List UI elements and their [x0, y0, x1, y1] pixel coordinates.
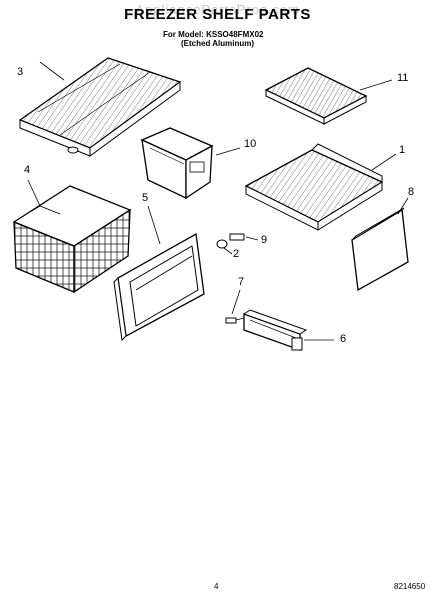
- part-10-bin: [140, 127, 241, 200]
- part-4-wire-basket: [12, 179, 132, 294]
- part-11-shelf: [264, 67, 393, 125]
- callout-10: 10: [244, 138, 257, 150]
- callout-4: 4: [24, 164, 31, 176]
- part-5-drawer-front: [113, 205, 205, 342]
- part-8-trim-panel: [351, 197, 409, 292]
- page-number: 4: [214, 582, 219, 591]
- part-7-screw: [225, 289, 245, 324]
- callout-11: 11: [397, 72, 409, 84]
- callout-7: 7: [238, 276, 245, 288]
- callout-5: 5: [142, 192, 149, 204]
- callout-8: 8: [408, 186, 415, 198]
- part-6-rail: [242, 309, 334, 351]
- callout-2: 2: [233, 248, 240, 260]
- finish-line: (Etched Aluminum): [181, 39, 255, 48]
- part-1-wire-shelf: [244, 143, 397, 231]
- callout-6: 6: [340, 333, 347, 345]
- part-3-wire-shelf: [18, 57, 182, 157]
- model-line: For Model: KSSO48FMX02: [163, 30, 264, 39]
- document-number: 8214650: [394, 582, 426, 591]
- watermark: AppliancePartsPros.com: [135, 2, 300, 17]
- callout-3: 3: [17, 66, 24, 78]
- callout-1: 1: [399, 144, 406, 156]
- part-2-fastener: [216, 239, 233, 255]
- callout-9: 9: [261, 234, 268, 246]
- part-9-fastener: [229, 233, 259, 241]
- page-title: FREEZER SHELF PARTS: [124, 6, 311, 23]
